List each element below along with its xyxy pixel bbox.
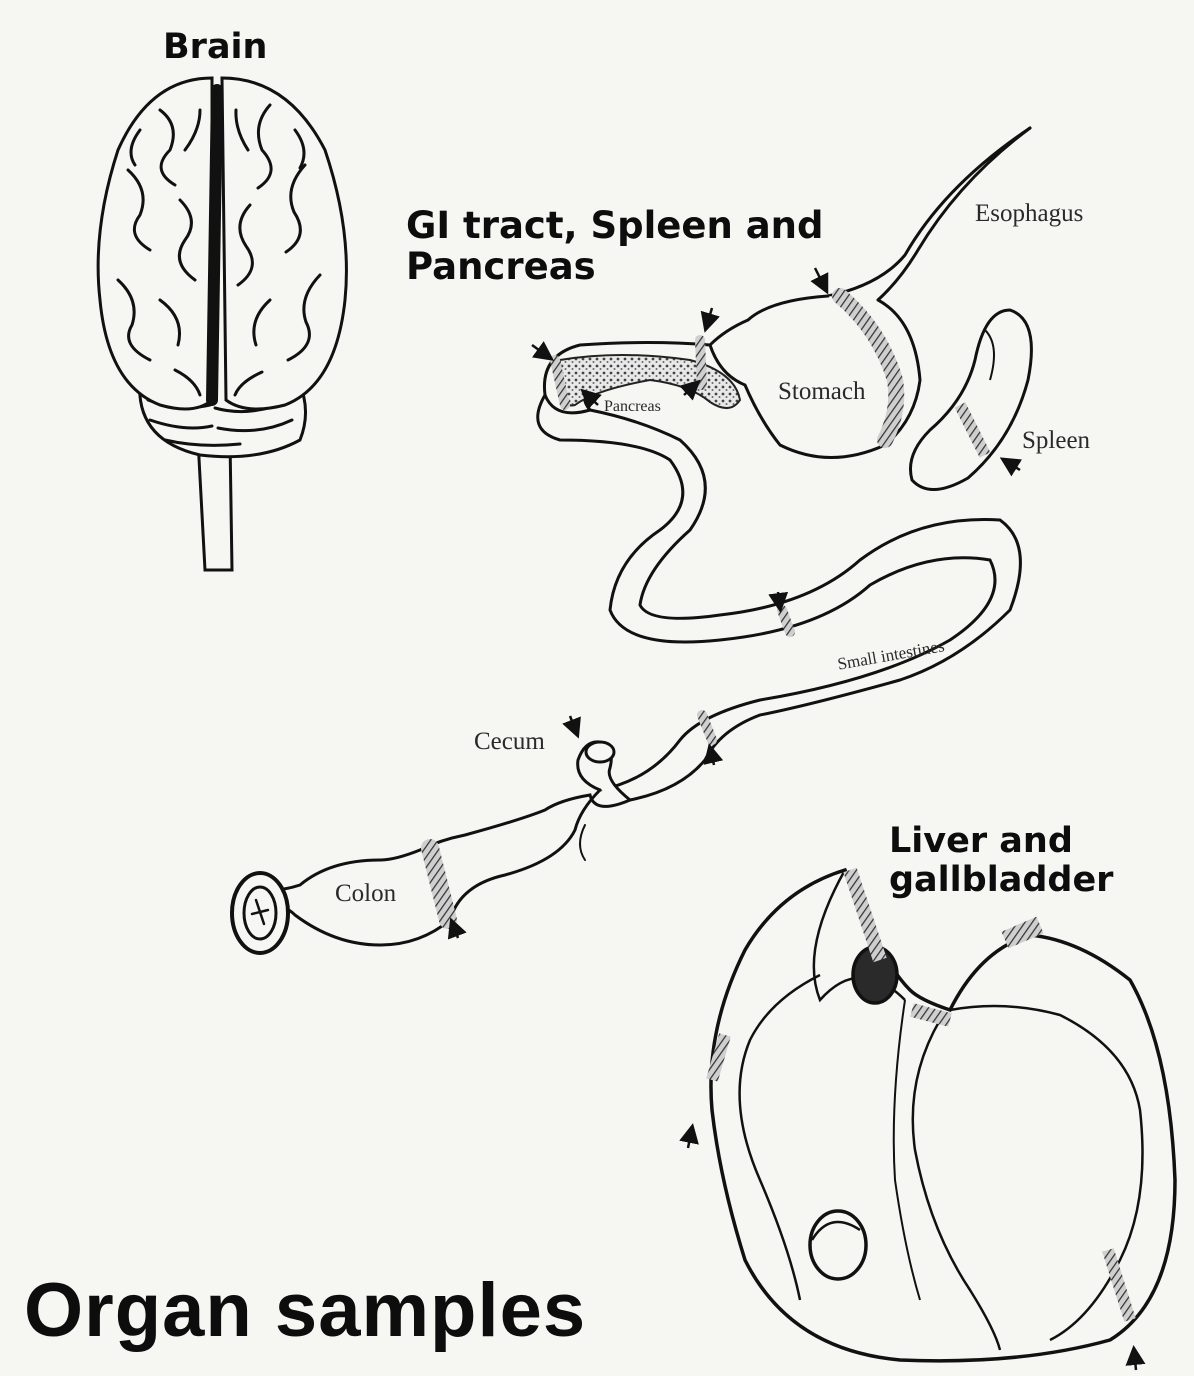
liver-heading: Liver and gallbladder <box>889 822 1113 900</box>
arrow-icon <box>706 308 712 328</box>
stomach-label: Stomach <box>778 378 866 406</box>
brain-drawing <box>98 78 346 570</box>
brain-heading: Brain <box>163 28 267 67</box>
gi-heading: GI tract, Spleen and Pancreas <box>406 205 824 288</box>
pancreas-label: Pancreas <box>604 398 661 416</box>
cecum-label: Cecum <box>474 728 545 756</box>
gi-heading-line-1: GI tract, Spleen and <box>406 205 824 246</box>
main-title: Organ samples <box>24 1268 586 1353</box>
arrow-icon <box>688 1128 692 1148</box>
esophagus-label: Esophagus <box>975 200 1083 228</box>
spleen-drawing <box>910 310 1031 490</box>
arrow-icon <box>532 345 550 358</box>
liver-heading-line-1: Liver and <box>889 822 1113 861</box>
spleen-label: Spleen <box>1022 427 1090 455</box>
arrow-icon <box>778 592 780 608</box>
arrow-icon <box>1134 1350 1136 1370</box>
arrow-icon <box>1004 460 1020 470</box>
liver-drawing <box>711 870 1175 1361</box>
gi-heading-line-2: Pancreas <box>406 246 824 287</box>
colon-label: Colon <box>335 880 396 908</box>
arrow-icon <box>570 716 577 734</box>
liver-heading-line-2: gallbladder <box>889 861 1113 900</box>
